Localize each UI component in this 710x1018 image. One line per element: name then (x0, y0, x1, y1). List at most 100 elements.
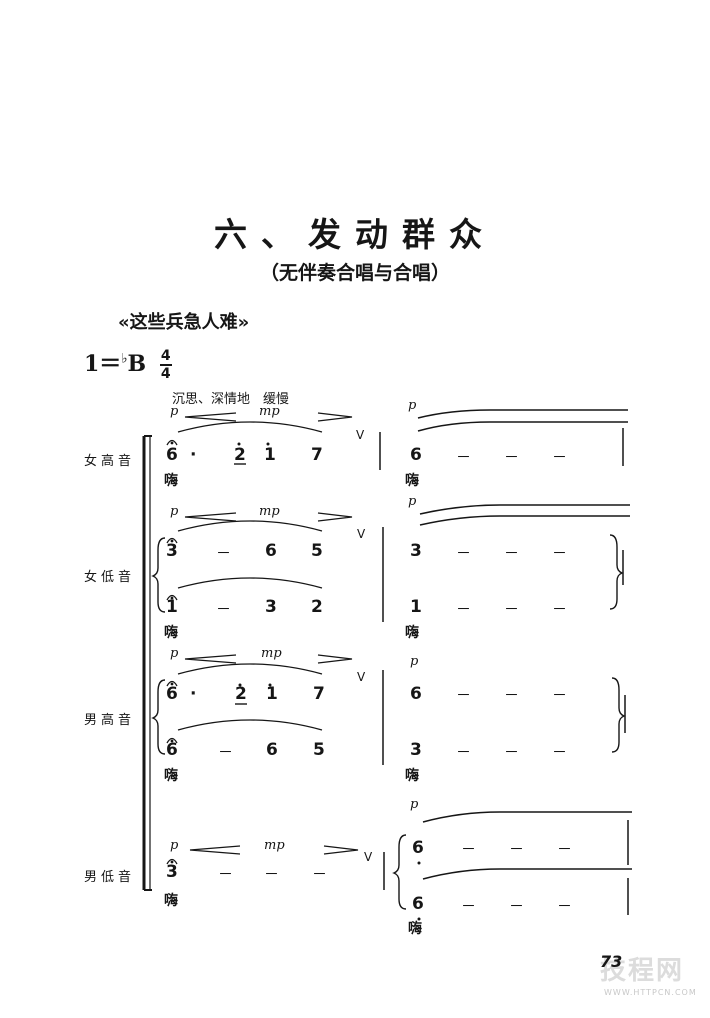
dash: － (552, 544, 568, 562)
part-alto: 女低音 (84, 570, 136, 585)
dash: － (504, 743, 520, 761)
dynamic-p: p (170, 838, 179, 853)
note: 2 (235, 684, 247, 704)
dash: － (218, 743, 234, 761)
lyric: 嗨 (164, 768, 178, 784)
note: 2 (311, 597, 323, 617)
dash: － (552, 686, 568, 704)
dash: － (557, 897, 573, 915)
note: 7 (311, 445, 323, 465)
note: 6 (410, 445, 422, 465)
note: 1 (264, 445, 276, 465)
note: 3 (410, 541, 422, 561)
dynamic-p: p (408, 494, 417, 509)
page-number: 73 (600, 952, 623, 971)
dynamic-mp: mp (259, 504, 280, 519)
dash: － (456, 600, 472, 618)
note: 3 (265, 597, 277, 617)
time-bottom: 4 (160, 366, 171, 382)
time-top: 4 (160, 348, 171, 364)
dash: － (509, 840, 525, 858)
lyric: 嗨 (164, 473, 178, 489)
dash: － (504, 686, 520, 704)
dash: － (456, 686, 472, 704)
dash: － (456, 743, 472, 761)
dash: － (509, 897, 525, 915)
lyric: 嗨 (408, 921, 422, 937)
dash: － (504, 544, 520, 562)
dash: － (461, 897, 477, 915)
braces (151, 534, 626, 910)
part-soprano: 女高音 (84, 454, 136, 469)
page-subtitle: （无伴奏合唱与合唱） (259, 262, 450, 284)
breath-mark: V (357, 527, 366, 541)
note: 7 (313, 684, 325, 704)
dash: － (312, 865, 328, 883)
dash: － (456, 448, 472, 466)
flat-sign: ♭ (121, 351, 128, 367)
note: 1 (410, 597, 422, 617)
hairpins (184, 412, 359, 855)
breath-mark: V (357, 670, 366, 684)
lyric: 嗨 (164, 893, 178, 909)
dynamic-p: p (410, 654, 419, 669)
dash: － (552, 600, 568, 618)
dash: － (557, 840, 573, 858)
dynamic-p: p (410, 797, 419, 812)
note: 6 (166, 445, 178, 465)
note: 2 (234, 445, 246, 465)
lyric: 嗨 (405, 625, 419, 641)
tempo-marking: 沉思、深情地 缓慢 (172, 392, 290, 407)
part-bass: 男低音 (84, 870, 136, 885)
note: 6 (166, 684, 178, 704)
dot: · (190, 684, 197, 704)
breath-mark: V (356, 428, 365, 442)
note: 6 (412, 838, 424, 858)
lyric: 嗨 (164, 625, 178, 641)
dynamic-p: p (408, 398, 417, 413)
dash: － (552, 743, 568, 761)
note: 3 (166, 862, 178, 882)
key-signature: 1＝♭B 4 4 (84, 346, 172, 381)
note: 5 (313, 740, 325, 760)
dash: － (504, 600, 520, 618)
dynamic-p: p (170, 646, 179, 661)
ties (417, 409, 632, 880)
note: 3 (410, 740, 422, 760)
dynamic-mp: mp (261, 646, 282, 661)
note: 6 (266, 740, 278, 760)
note: 1 (266, 684, 278, 704)
key-prefix: 1＝ (84, 351, 122, 377)
dynamic-p: p (170, 404, 179, 419)
page-title: 六、发动群众 (214, 215, 496, 254)
dynamic-mp: mp (264, 838, 285, 853)
fermatas (166, 439, 178, 865)
dash: － (461, 840, 477, 858)
note: 3 (166, 541, 178, 561)
dynamic-mp: mp (259, 404, 280, 419)
dash: － (218, 865, 234, 883)
song-name: «这些兵急人难» (118, 312, 250, 333)
dash: － (504, 448, 520, 466)
watermark-url: WWW.HTTPCN.COM (604, 988, 697, 997)
note: 5 (311, 541, 323, 561)
dot: · (190, 445, 197, 465)
note: 6 (265, 541, 277, 561)
dynamic-p: p (170, 504, 179, 519)
slurs (177, 421, 323, 731)
watermark-text: 技程网 (600, 956, 685, 986)
dash: － (216, 600, 232, 618)
dash: － (552, 448, 568, 466)
part-tenor: 男高音 (84, 713, 136, 728)
dash: － (456, 544, 472, 562)
lyric: 嗨 (405, 473, 419, 489)
time-signature: 4 4 (159, 348, 172, 382)
note: 6 (166, 740, 178, 760)
dash: － (264, 865, 280, 883)
note: 6 (412, 894, 424, 914)
note: 1 (166, 597, 178, 617)
dash: － (216, 544, 232, 562)
note: 6 (410, 684, 422, 704)
breath-mark: V (364, 850, 373, 864)
